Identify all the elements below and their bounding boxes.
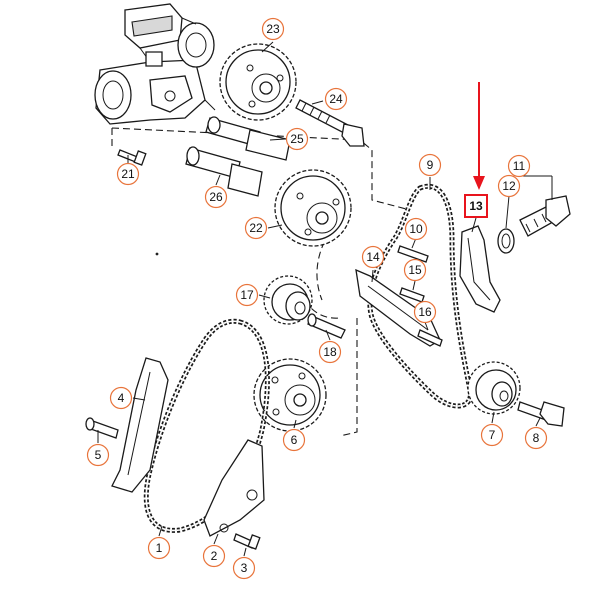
svg-text:10: 10 [409, 222, 423, 236]
svg-text:17: 17 [240, 288, 254, 302]
svg-text:22: 22 [249, 221, 263, 235]
bolt-5 [85, 417, 119, 439]
sprocket-17 [263, 275, 313, 325]
callout-24: 24 [324, 87, 348, 111]
chain-tensioner-11 [519, 195, 571, 237]
callout-16: 16 [413, 300, 437, 324]
callout-3: 3 [232, 556, 256, 580]
engine-outline-dashed [111, 127, 411, 437]
svg-text:23: 23 [266, 22, 280, 36]
callout-9: 9 [418, 153, 442, 177]
callout-2: 2 [202, 544, 226, 568]
callout-7: 7 [480, 423, 504, 447]
svg-text:9: 9 [427, 158, 434, 172]
svg-text:25: 25 [290, 132, 304, 146]
red-arrow [473, 82, 485, 190]
sprocket-6 [253, 358, 327, 432]
solenoid-valve-26 [185, 146, 263, 197]
svg-text:6: 6 [291, 433, 298, 447]
leader-lines [97, 41, 553, 557]
svg-text:18: 18 [323, 345, 337, 359]
camshaft-adjuster-23 [219, 43, 297, 121]
callout-26: 26 [204, 185, 228, 209]
svg-text:26: 26 [209, 190, 223, 204]
callout-10: 10 [404, 217, 428, 241]
callout-5: 5 [86, 443, 110, 467]
svg-text:11: 11 [513, 159, 526, 173]
svg-text:13: 13 [469, 199, 483, 213]
callout-14: 14 [361, 245, 385, 269]
tensioner-rail-2 [203, 439, 265, 537]
bolt-10 [397, 245, 429, 263]
sprocket-7 [467, 361, 521, 415]
seal-ring-12 [497, 228, 515, 254]
camshaft-adjuster-22 [274, 169, 352, 247]
svg-text:12: 12 [502, 179, 516, 193]
svg-text:2: 2 [211, 549, 218, 563]
svg-text:1: 1 [156, 541, 163, 555]
timing-chain-1 [143, 318, 270, 533]
callout-22: 22 [244, 216, 268, 240]
svg-text:24: 24 [329, 92, 343, 106]
callout-8: 8 [524, 426, 548, 450]
callout-13-highlighted: 13 [464, 194, 488, 218]
bolt-3 [233, 533, 261, 550]
svg-text:5: 5 [95, 448, 102, 462]
bolt-24 [295, 99, 365, 147]
svg-text:3: 3 [241, 561, 248, 575]
callout-18: 18 [318, 340, 342, 364]
cylinder-head-assembly [94, 3, 216, 125]
chain-guide-4 [111, 357, 169, 493]
bolt-21 [117, 149, 147, 166]
callout-25: 25 [285, 127, 309, 151]
callout-6: 6 [282, 428, 306, 452]
callout-1: 1 [147, 536, 171, 560]
callout-15: 15 [403, 258, 427, 282]
svg-text:8: 8 [533, 431, 540, 445]
callout-17: 17 [235, 283, 259, 307]
bolt-8 [517, 401, 565, 427]
callout-11: 11 [507, 154, 531, 178]
solenoid-valve-25 [205, 116, 291, 161]
svg-text:14: 14 [366, 250, 380, 264]
bolt-16 [417, 329, 443, 347]
svg-text:21: 21 [121, 167, 135, 181]
timing-chain-9 [367, 183, 473, 409]
diagram-dot [155, 252, 159, 256]
tensioner-rail-13 [459, 225, 501, 313]
svg-text:16: 16 [418, 305, 432, 319]
svg-text:15: 15 [408, 263, 422, 277]
pin-18 [307, 313, 346, 339]
callout-12: 12 [497, 174, 521, 198]
svg-text:4: 4 [118, 391, 125, 405]
callout-4: 4 [109, 386, 133, 410]
callout-23: 23 [261, 17, 285, 41]
svg-text:7: 7 [489, 428, 496, 442]
callout-21: 21 [116, 162, 140, 186]
